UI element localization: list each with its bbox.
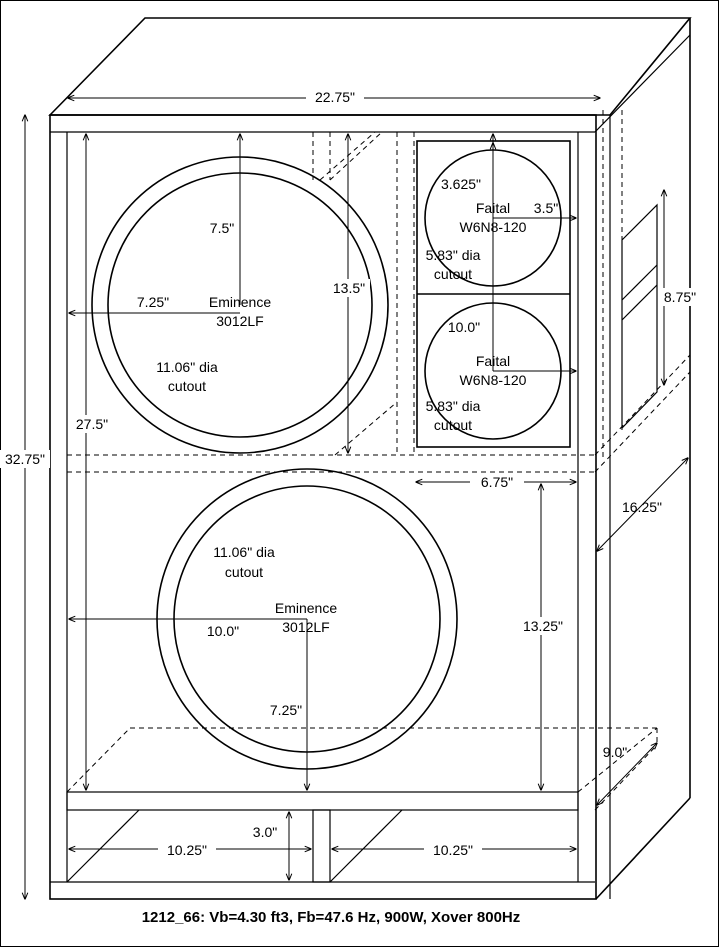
cabinet-height-label: 32.75" [5, 451, 45, 467]
upper-woofer-cutout-2: cutout [168, 378, 206, 394]
inner-height-label: 27.5" [76, 416, 108, 432]
lower-woofer-cutout-1: 11.06" dia [213, 544, 275, 560]
base-right-width-label: 10.25" [433, 842, 473, 858]
side-port [621, 203, 658, 430]
tweeter-bottom-cutout-1: 5.83" dia [426, 398, 481, 414]
cabinet-depth-label: 16.25" [622, 499, 662, 515]
diagram-caption: 1212_66: Vb=4.30 ft3, Fb=47.6 Hz, 900W, … [142, 909, 521, 926]
tweeter-top-model-2: W6N8-120 [460, 219, 527, 235]
cabinet-width-label: 22.75" [315, 89, 355, 105]
tweeter-top-dim-right: 3.5" [534, 200, 558, 216]
base-left-width-label: 10.25" [167, 842, 207, 858]
lower-woofer-model-2: 3012LF [282, 619, 329, 635]
tweeter-bottom-dim-top: 10.0" [448, 319, 480, 335]
upper-woofer-dim-top: 7.5" [210, 220, 234, 236]
upper-woofer-cutout-1: 11.06" dia [156, 359, 218, 375]
tweeter-bottom-cutout-2: cutout [434, 417, 472, 433]
upper-woofer-dim-left: 7.25" [137, 294, 169, 310]
lower-woofer-dim-left: 10.0" [207, 623, 239, 639]
base-height-label: 3.0" [253, 824, 277, 840]
port-height-label: 8.75" [664, 289, 696, 305]
lower-woofer-dim-bottom: 7.25" [270, 702, 302, 718]
tweeter-top-cutout-1: 5.83" dia [426, 247, 481, 263]
upper-woofer-model-1: Eminence [209, 294, 271, 310]
cabinet-outline [48, 17, 692, 900]
dimension-labels: 22.75" 32.75" 27.5" 7.5" 7.25" 13.5" Emi… [0, 88, 700, 926]
lower-woofer-dim-right-offset: 6.75" [481, 474, 513, 490]
tweeter-bottom-model-2: W6N8-120 [460, 372, 527, 388]
lower-woofer-cutout-2: cutout [225, 564, 263, 580]
upper-woofer-dim-height: 13.5" [333, 280, 365, 296]
upper-woofer-model-2: 3012LF [216, 313, 263, 329]
tweeter-bottom-model-1: Faital [476, 353, 510, 369]
tweeter-top-dim-top: 3.625" [441, 176, 481, 192]
tweeter-top-model-1: Faital [476, 200, 510, 216]
tweeter-top-cutout-2: cutout [434, 266, 472, 282]
lower-woofer-model-1: Eminence [275, 600, 337, 616]
speaker-cutouts [91, 149, 562, 770]
shelf-depth-label: 9.0" [603, 744, 627, 760]
dimension-lines [25, 98, 688, 899]
lower-woofer-dim-right-height: 13.25" [523, 618, 563, 634]
